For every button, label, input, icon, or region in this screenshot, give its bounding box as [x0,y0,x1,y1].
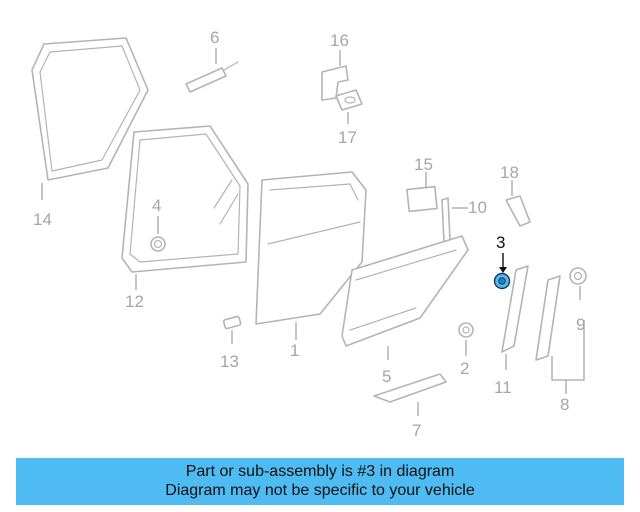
arrowhead-3 [499,267,507,273]
callout-8: 8 [560,395,569,414]
callout-12: 12 [125,292,144,311]
leader-8 [551,320,585,381]
part-17-clip[interactable] [335,89,363,111]
part-2-grommet[interactable] [458,322,474,338]
callout-6: 6 [210,28,219,47]
callout-4: 4 [152,196,161,215]
callout-10: 10 [468,198,487,217]
part-9-grommet[interactable] [569,267,587,285]
banner-line-2: Diagram may not be specific to your vehi… [165,482,475,499]
part-1-door-shell[interactable] [255,171,367,325]
callout-11: 11 [494,378,512,397]
callout-9: 9 [576,315,585,334]
callout-13: 13 [220,352,239,371]
info-banner: Part or sub-assembly is #3 in diagram Di… [16,458,624,505]
part-11-pillar-garnish[interactable] [501,265,529,353]
parts-diagram: 14 12 4 1 13 6 16 17 [31,28,587,440]
part-8-garnish[interactable] [535,275,561,361]
part-3-clip-highlighted[interactable] [493,272,511,290]
callout-5: 5 [382,367,391,386]
part-10-channel[interactable] [441,197,451,243]
part-6-bolt[interactable] [185,61,239,93]
callout-3: 3 [496,233,505,252]
callout-18: 18 [500,163,519,182]
callout-15: 15 [414,155,433,174]
part-13-plug[interactable] [222,315,242,330]
part-12-door-glass[interactable] [121,125,249,273]
callout-7: 7 [412,421,421,440]
part-15-pad[interactable] [406,185,438,213]
part-16-bracket[interactable] [321,65,349,101]
callout-1: 1 [290,341,299,360]
part-4-grommet[interactable] [150,236,166,252]
banner-line-1: Part or sub-assembly is #3 in diagram [185,463,455,480]
part-14-weatherstrip[interactable] [31,37,149,181]
part-5-trim-panel[interactable] [341,235,469,347]
part-7-step-molding[interactable] [373,373,447,403]
callout-16: 16 [330,31,349,50]
part-18-clip[interactable] [505,195,531,227]
callout-14: 14 [33,210,52,229]
callout-17: 17 [338,128,357,147]
callout-2: 2 [460,359,469,378]
